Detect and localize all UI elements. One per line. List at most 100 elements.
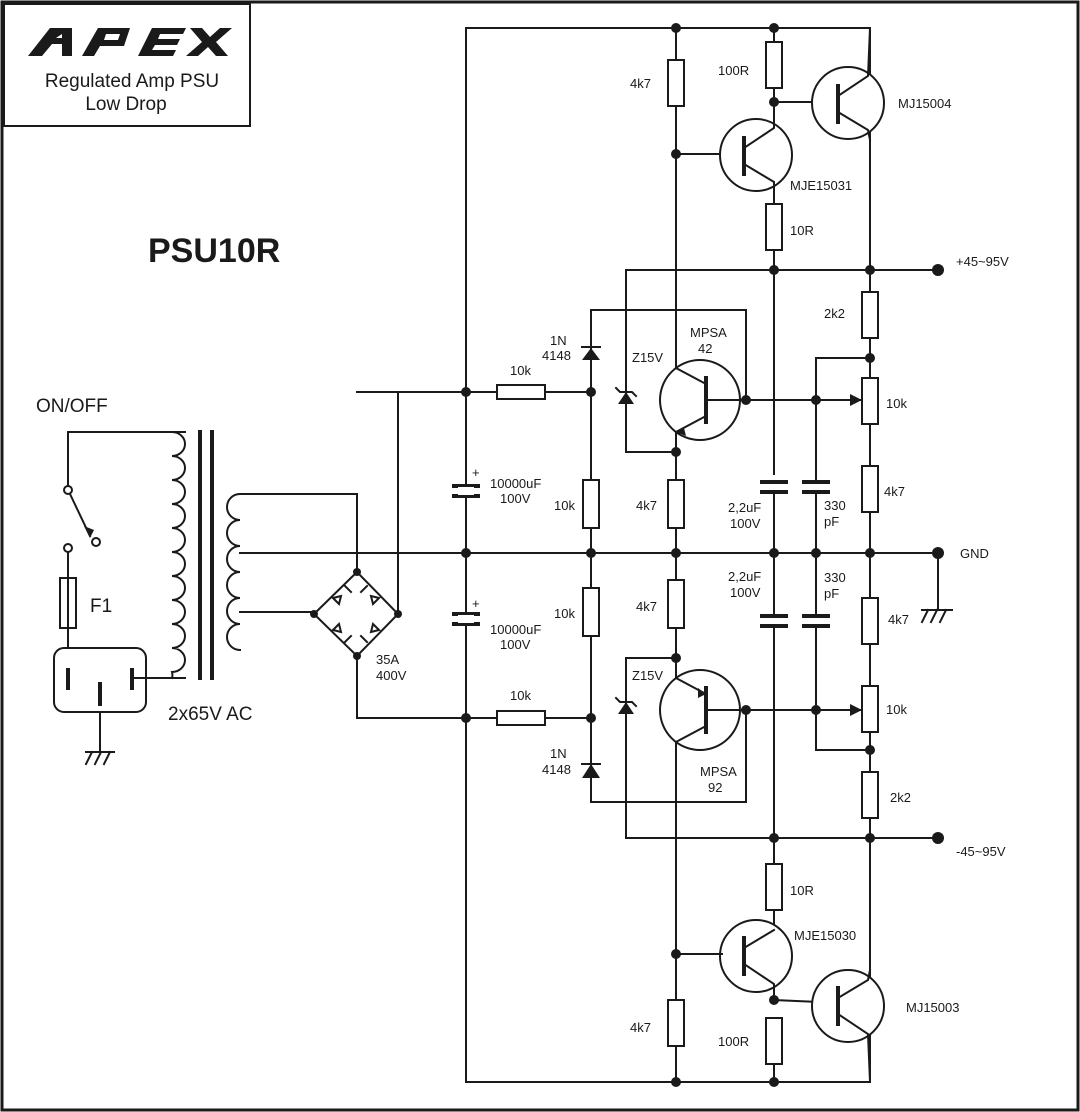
logo-box: APEX Regulated Amp PSU Low Drop — [3, 3, 251, 127]
svg-text:100V: 100V — [730, 516, 761, 531]
svg-text:42: 42 — [698, 341, 712, 356]
logo-mark — [28, 28, 72, 56]
diode-1n4148-neg — [582, 764, 600, 778]
logo-line2: Low Drop — [85, 94, 166, 115]
fuse-label: F1 — [90, 596, 112, 617]
svg-text:100V: 100V — [500, 491, 531, 506]
bridge-diode-2 — [359, 584, 381, 606]
resistor-4k7-pos — [667, 479, 685, 529]
svg-text:MJE15031: MJE15031 — [790, 178, 852, 193]
zener-z15v-pos — [618, 392, 634, 404]
svg-text:2,2uF: 2,2uF — [728, 569, 761, 584]
potentiometer-10k-pos — [861, 377, 879, 425]
svg-text:10k: 10k — [510, 688, 531, 703]
resistor-10r-pos — [765, 203, 783, 251]
switch-contact — [63, 485, 73, 495]
svg-text:MJE15030: MJE15030 — [794, 928, 856, 943]
main-capacitor-pos: + 10000uF 100V — [452, 465, 541, 506]
svg-text:100R: 100R — [718, 1034, 749, 1049]
resistor-4k7-top — [667, 59, 685, 107]
svg-text:2k2: 2k2 — [824, 306, 845, 321]
resistor-2k2-pos — [861, 291, 879, 339]
svg-text:MJ15004: MJ15004 — [898, 96, 951, 111]
resistor-2k2-neg — [861, 771, 879, 819]
svg-text:4k7: 4k7 — [884, 484, 905, 499]
main-capacitor-neg: + 10000uF 100V — [452, 596, 541, 652]
svg-text:1N: 1N — [550, 746, 567, 761]
svg-text:10k: 10k — [554, 498, 575, 513]
resistor-4k7-fb-neg — [861, 597, 879, 645]
svg-text:+: + — [472, 465, 480, 480]
bridge-diode-3 — [331, 622, 353, 644]
zener-z15v-neg — [618, 702, 634, 714]
capacitor-330p-neg: 330 pF — [802, 570, 846, 628]
svg-text:100V: 100V — [500, 637, 531, 652]
bridge-diode-1 — [331, 584, 353, 606]
resistor-4k7-bottom — [667, 999, 685, 1047]
output-neg-label: -45~95V — [956, 844, 1006, 859]
resistor-10k-input-pos — [496, 384, 546, 400]
svg-text:MJ15003: MJ15003 — [906, 1000, 959, 1015]
capacitor-330p-pos: 330 pF — [802, 480, 846, 529]
svg-text:4k7: 4k7 — [630, 1020, 651, 1035]
svg-text:10k: 10k — [554, 606, 575, 621]
svg-text:100R: 100R — [718, 63, 749, 78]
resistor-10k-bias-neg — [582, 587, 600, 637]
svg-text:MPSA: MPSA — [690, 325, 727, 340]
svg-text:10k: 10k — [886, 396, 907, 411]
page-title: PSU10R — [148, 232, 280, 270]
svg-text:4k7: 4k7 — [636, 599, 657, 614]
svg-text:330: 330 — [824, 498, 846, 513]
logo-line1: Regulated Amp PSU — [45, 71, 219, 92]
on-off-label: ON/OFF — [36, 396, 108, 417]
resistor-100r-neg — [765, 1017, 783, 1065]
svg-text:+: + — [472, 596, 480, 611]
svg-text:10R: 10R — [790, 883, 814, 898]
svg-text:pF: pF — [824, 514, 839, 529]
bridge-voltage: 400V — [376, 668, 407, 683]
svg-text:92: 92 — [708, 780, 722, 795]
ground-symbol-mains — [84, 750, 115, 766]
gnd-label: GND — [960, 546, 989, 561]
svg-text:10000uF: 10000uF — [490, 622, 541, 637]
bridge-rectifier: 35A 400V — [310, 391, 467, 719]
svg-text:4148: 4148 — [542, 348, 571, 363]
transistor-mj15004 — [811, 66, 885, 140]
resistor-100r-pos — [765, 41, 783, 89]
logo-brand: APEX — [38, 53, 41, 56]
transistor-mje15031 — [719, 118, 793, 192]
svg-text:10k: 10k — [886, 702, 907, 717]
transistor-mje15030 — [719, 919, 793, 993]
resistor-10r-neg — [765, 863, 783, 911]
diode-1n4148-pos — [582, 348, 600, 360]
output-pos-label: +45~95V — [956, 254, 1009, 269]
svg-text:4148: 4148 — [542, 762, 571, 777]
svg-text:4k7: 4k7 — [630, 76, 651, 91]
capacitor-2u2-neg: 2,2uF 100V — [728, 569, 788, 628]
resistor-10k-input-neg — [496, 710, 546, 726]
svg-text:2,2uF: 2,2uF — [728, 500, 761, 515]
resistor-4k7-fb-pos — [861, 465, 879, 513]
resistor-10k-bias-pos — [582, 479, 600, 529]
svg-text:10000uF: 10000uF — [490, 476, 541, 491]
transistor-mj15003 — [811, 969, 885, 1043]
svg-text:Z15V: Z15V — [632, 668, 663, 683]
transformer: 2x65V AC — [168, 430, 253, 725]
capacitor-2u2-pos: 2,2uF 100V — [728, 480, 788, 531]
bridge-diode-4 — [359, 622, 381, 644]
svg-text:4k7: 4k7 — [636, 498, 657, 513]
svg-text:330: 330 — [824, 570, 846, 585]
svg-text:10k: 10k — [510, 363, 531, 378]
resistor-4k7-neg — [667, 579, 685, 629]
mains-input: ON/OFF F1 — [36, 396, 186, 766]
transformer-label: 2x65V AC — [168, 704, 253, 725]
svg-text:2k2: 2k2 — [890, 790, 911, 805]
svg-text:MPSA: MPSA — [700, 764, 737, 779]
junction-dots — [461, 23, 944, 1087]
ground-symbol-output — [920, 608, 953, 624]
svg-text:Z15V: Z15V — [632, 350, 663, 365]
potentiometer-10k-neg — [861, 685, 879, 733]
svg-text:10R: 10R — [790, 223, 814, 238]
